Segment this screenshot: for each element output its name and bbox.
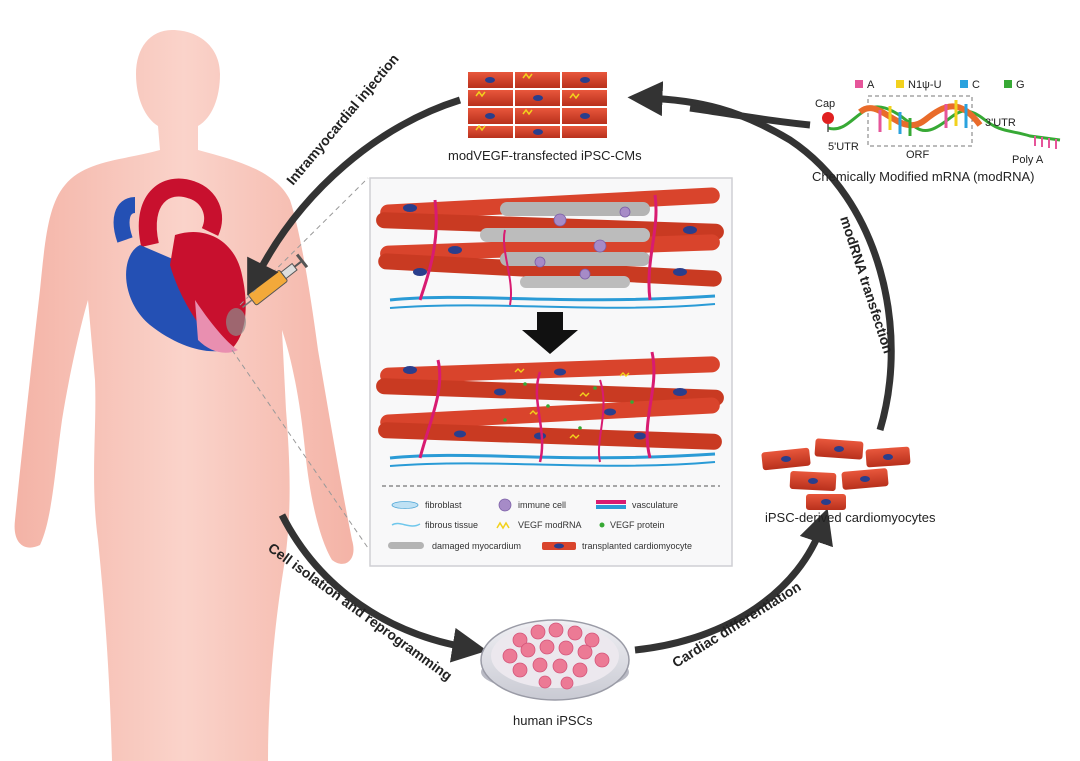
petri-dish-illustration (480, 619, 630, 701)
zoom-line-bottom (231, 349, 369, 549)
modrna-schematic: A N1ψ-U C G Cap 5'UTR ORF 3'UTR Poly A (812, 79, 1061, 184)
pulmonary-vessel (113, 197, 137, 243)
transfected-cells-cluster (468, 72, 607, 138)
arrow-modrna-feed (689, 104, 811, 129)
fibrous-tissue-icon (391, 522, 421, 527)
legend-swatch-N1 (896, 80, 904, 88)
label-5utr: 5'UTR (828, 141, 859, 153)
label-orf: ORF (906, 149, 930, 161)
label-derived-cardiomyocytes: iPSC-derived cardiomyocytes (765, 510, 936, 525)
damaged-tissue-view (376, 187, 724, 309)
label-cap: Cap (815, 98, 835, 110)
step-label-differentiation: Cardiac differentiation (669, 578, 803, 670)
legend-nt-C: C (972, 79, 980, 91)
heart-illustration (113, 178, 246, 353)
label-3utr: 3'UTR (985, 117, 1016, 129)
myocardium-panel: fibroblast immune cell vasculature fibro… (369, 177, 733, 567)
legend-vegf-modrna: VEGF modRNA (518, 520, 582, 530)
legend-immune-cell: immune cell (518, 500, 566, 510)
arrow-isolation (278, 513, 488, 663)
legend-vasculature: vasculature (632, 500, 678, 510)
damaged-myocardium-icon (388, 542, 424, 549)
mrna-ribbon (858, 103, 983, 129)
legend-vegf-protein: VEGF protein (610, 520, 665, 530)
vegf-modrna-icon (496, 521, 510, 530)
derived-cardiomyocytes-cluster (761, 438, 911, 510)
vasculature-icon-red (596, 500, 626, 504)
orf-box (867, 95, 973, 147)
repaired-tissue-view (376, 351, 724, 467)
legend-damaged-myocardium: damaged myocardium (432, 541, 521, 551)
legend-swatch-C (960, 80, 968, 88)
legend-swatch-G (1004, 80, 1012, 88)
legend-nt-A: A (867, 79, 875, 91)
human-body-figure (14, 30, 354, 761)
mrna-cap (822, 112, 834, 124)
vegf-protein-icon (599, 522, 605, 528)
vasculature-icon-blue (596, 505, 626, 509)
heart-pericardium (195, 300, 238, 353)
panel-legend: fibroblast immune cell vasculature fibro… (388, 498, 692, 551)
label-polya: Poly A (1012, 154, 1044, 166)
fibroblast-icon (391, 501, 419, 509)
label-modrna-title: Chemically Modified mRNA (modRNA) (812, 169, 1035, 184)
legend-nt-G: G (1016, 79, 1025, 91)
down-arrow-icon (522, 312, 578, 354)
legend-nt-N1: N1ψ-U (908, 79, 942, 91)
legend-transplanted-cardiomyocyte: transplanted cardiomyocyte (582, 541, 692, 551)
label-human-ipscs: human iPSCs (513, 713, 593, 728)
legend-fibrous-tissue: fibrous tissue (425, 520, 478, 530)
immune-cell-icon (498, 498, 512, 512)
aorta-arch (138, 178, 223, 247)
human-body-silhouette (14, 30, 354, 761)
arrow-transfection (627, 81, 895, 432)
legend-fibroblast: fibroblast (425, 500, 462, 510)
arrow-differentiation (634, 508, 833, 654)
label-transfected-cells: modVEGF-transfected iPSC-CMs (448, 148, 642, 163)
heart-infarct-zone (226, 308, 246, 336)
arrow-injection (247, 96, 462, 296)
legend-swatch-A (855, 80, 863, 88)
